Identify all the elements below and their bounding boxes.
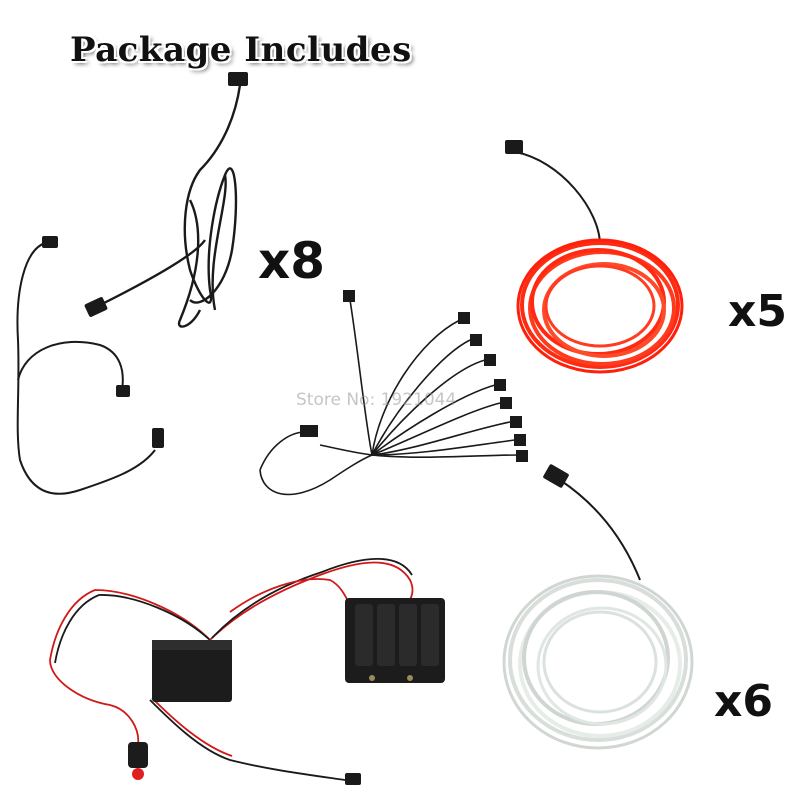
cable-connector <box>116 385 130 397</box>
inverter-box <box>152 640 232 702</box>
cable-connector <box>514 434 526 446</box>
coiled-extension-cable <box>99 84 242 328</box>
cable-connector <box>152 428 164 448</box>
white-el-wire-coil <box>502 479 694 750</box>
store-watermark: Store No: 1921044 <box>296 390 457 410</box>
cable-connector <box>484 354 496 366</box>
cable-connector <box>42 236 58 248</box>
red-wire-quantity: x5 <box>728 286 787 337</box>
power-wires <box>49 558 414 781</box>
cable-connector <box>458 312 470 324</box>
cable-connector <box>516 450 528 462</box>
cable-connector <box>228 72 248 86</box>
cable-connector <box>345 773 361 785</box>
page-title: Package Includes <box>70 30 412 70</box>
white-wire-quantity: x6 <box>714 676 773 727</box>
splitter-harness <box>259 299 519 496</box>
cable-connector <box>494 379 506 391</box>
cable-connector <box>505 140 523 154</box>
cable-connector <box>343 290 355 302</box>
extension-cable-quantity: x8 <box>258 232 326 290</box>
battery-box <box>345 598 445 683</box>
cable-connector <box>470 334 482 346</box>
cable-connector <box>300 425 318 437</box>
cable-connector <box>84 297 108 317</box>
cable-connector <box>543 464 569 488</box>
red-el-wire-coil <box>514 151 684 374</box>
loose-cable <box>16 242 156 495</box>
cable-connector <box>500 397 512 409</box>
power-switch <box>128 742 148 780</box>
cable-connector <box>510 416 522 428</box>
